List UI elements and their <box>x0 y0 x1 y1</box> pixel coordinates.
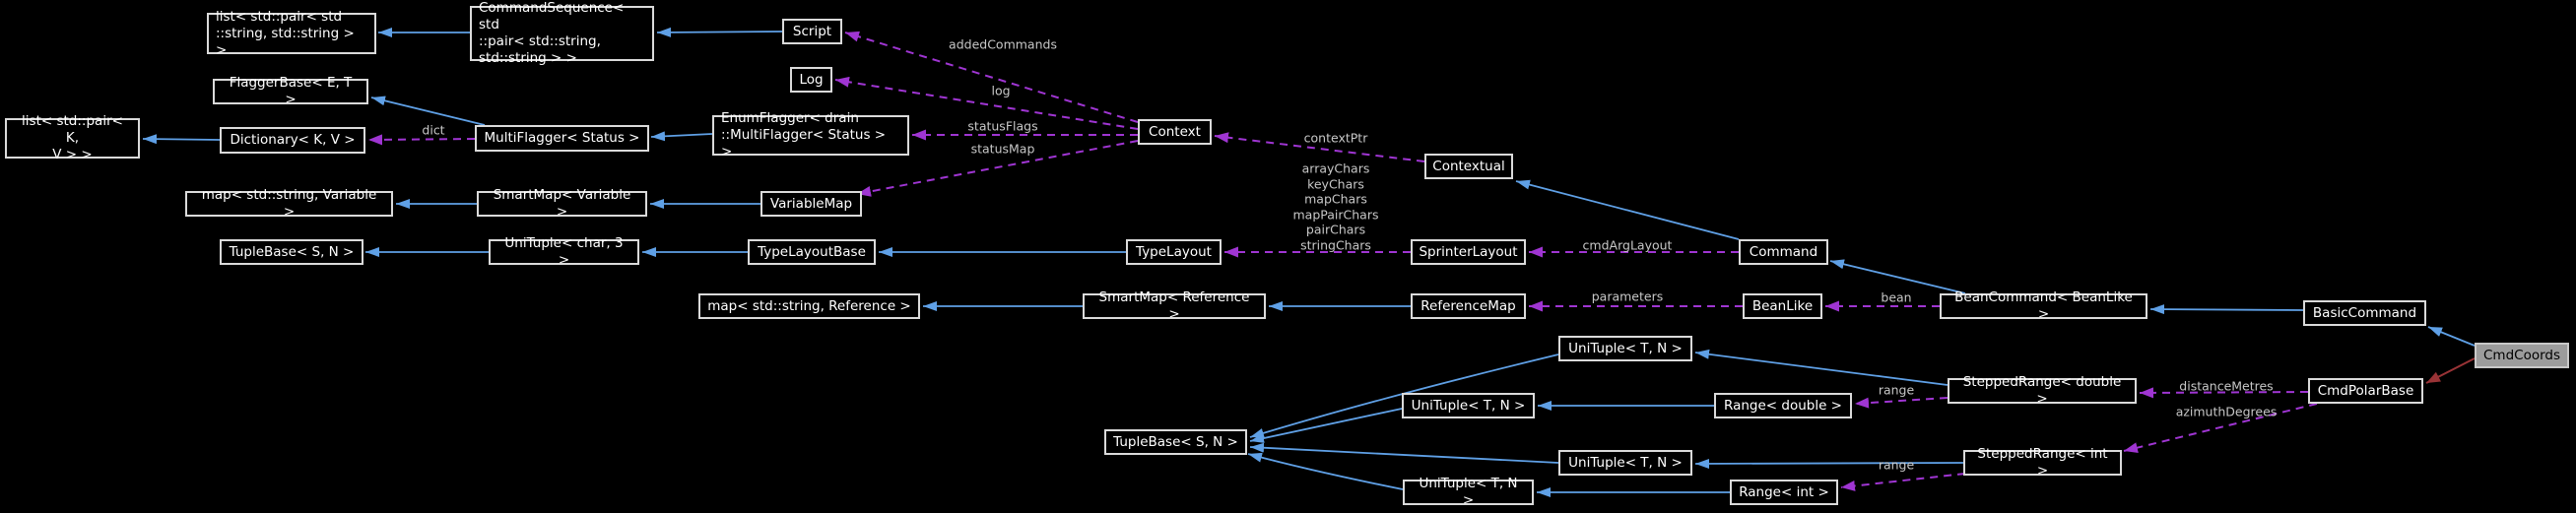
node-unituple-3[interactable]: UniTuple< T, N > <box>1558 450 1692 476</box>
edge-multiflagger-to-dictionary-dict <box>367 134 476 146</box>
node-cmd-polar-base[interactable]: CmdPolarBase <box>2308 378 2423 404</box>
edge-label-bean: bean <box>1881 289 1912 305</box>
edge-label-statusflags: statusFlags <box>967 118 1038 134</box>
node-script[interactable]: Script <box>782 19 842 44</box>
node-multi-flagger[interactable]: MultiFlagger< Status > <box>475 125 649 152</box>
edge-label-range-double: range <box>1878 382 1915 398</box>
node-sprinter-layout[interactable]: SprinterLayout <box>1411 239 1526 265</box>
node-range-int[interactable]: Range< int > <box>1730 480 1838 505</box>
node-flagger-base[interactable]: FlaggerBase< E, T > <box>213 75 368 107</box>
node-tuple-base-1[interactable]: TupleBase< S, N > <box>220 239 363 265</box>
edge-steppedrangedouble-to-rangedouble-range <box>1854 397 1949 409</box>
node-unituple-2[interactable]: UniTuple< T, N > <box>1402 393 1535 418</box>
edge-dictionary-to-listpairkv <box>142 134 221 145</box>
edge-label-log: log <box>991 83 1011 98</box>
edge-steppedrangeint-to-rangeint-range <box>1840 473 1966 491</box>
node-command[interactable]: Command <box>1739 239 1828 265</box>
edge-basiccommand-to-beancommand <box>2149 304 2304 315</box>
edge-label-sprinter-chars: arrayChars keyChars mapChars mapPairChar… <box>1292 160 1379 253</box>
node-list-pair-kv[interactable]: list< std::pair< K, V > > <box>5 113 140 162</box>
node-reference-map[interactable]: ReferenceMap <box>1411 293 1526 319</box>
edge-context-to-script-addedcommands <box>844 31 1139 123</box>
edge-label-azimuthdegrees: azimuthDegrees <box>2175 404 2278 419</box>
node-enum-flagger[interactable]: EnumFlagger< drain ::MultiFlagger< Statu… <box>712 110 909 160</box>
node-bean-like[interactable]: BeanLike <box>1743 293 1822 319</box>
node-smartmap-variable[interactable]: SmartMap< Variable > <box>477 187 647 220</box>
node-tuple-base-2[interactable]: TupleBase< S, N > <box>1104 429 1247 455</box>
edge-label-cmdarglayout: cmdArgLayout <box>1582 237 1673 253</box>
edge-label-range-int: range <box>1878 457 1915 473</box>
edge-beancommand-to-command <box>1829 259 1966 294</box>
node-map-variable[interactable]: map< std::string, Variable > <box>185 187 393 220</box>
edge-label-parameters: parameters <box>1591 289 1664 304</box>
node-list-pair-string[interactable]: list< std::pair< std ::string, std::stri… <box>207 9 376 58</box>
edge-unituple4-to-tuplebase2 <box>1247 452 1404 490</box>
edge-context-to-variablemap-statusmap <box>856 140 1139 197</box>
edge-unituple2-to-tuplebase2 <box>1249 408 1403 443</box>
node-cmd-coords: CmdCoords <box>2475 343 2569 368</box>
node-smartmap-reference[interactable]: SmartMap< Reference > <box>1083 289 1266 322</box>
node-bean-command[interactable]: BeanCommand< BeanLike > <box>1940 289 2147 322</box>
node-variable-map[interactable]: VariableMap <box>760 191 862 217</box>
edge-cmdcoords-to-basiccommand <box>2427 326 2476 347</box>
node-type-layout[interactable]: TypeLayout <box>1126 239 1222 265</box>
edge-unituple1-to-tuplebase2 <box>1249 353 1559 438</box>
edge-cmdcoords-to-cmdpolarbase <box>2425 357 2476 384</box>
edge-label-distancemetres: distanceMetres <box>2179 378 2274 394</box>
edge-label-statusmap: statusMap <box>970 141 1035 157</box>
node-range-double[interactable]: Range< double > <box>1714 393 1852 418</box>
node-command-sequence[interactable]: CommandSequence< std ::pair< std::string… <box>470 0 654 66</box>
edge-cmdpolarbase-to-steppedrangeint-azimuthdegrees <box>2123 403 2318 454</box>
edge-unituple3-to-tuplebase2 <box>1249 442 1559 464</box>
edge-cmdpolarbase-to-steppedrangedouble-distancemetres <box>2139 387 2309 399</box>
node-basic-command[interactable]: BasicCommand <box>2303 300 2426 326</box>
edge-context-to-log <box>834 76 1139 130</box>
node-log[interactable]: Log <box>790 67 832 93</box>
node-type-layout-base[interactable]: TypeLayoutBase <box>748 239 876 265</box>
node-stepped-range-double[interactable]: SteppedRange< double > <box>1948 374 2137 407</box>
node-context[interactable]: Context <box>1138 119 1212 145</box>
edge-label-contextptr: contextPtr <box>1303 130 1368 146</box>
edge-multiflagger-to-flaggerbase <box>370 96 486 126</box>
edge-contextual-to-context-contextptr <box>1214 132 1425 162</box>
edge-enumflagger-to-multiflagger <box>650 131 713 142</box>
edge-label-addedcommands: addedCommands <box>949 36 1057 52</box>
edge-command-to-contextual <box>1515 179 1740 240</box>
node-stepped-range-int[interactable]: SteppedRange< int > <box>1963 446 2122 479</box>
edge-label-dict: dict <box>422 122 445 138</box>
node-unituple-char[interactable]: UniTuple< char, 3 > <box>489 235 639 268</box>
node-unituple-1[interactable]: UniTuple< T, N > <box>1558 336 1692 361</box>
node-dictionary[interactable]: Dictionary< K, V > <box>220 127 365 154</box>
edge-steppedrangedouble-to-unituple1 <box>1694 349 1949 386</box>
node-unituple-4[interactable]: UniTuple< T, N > <box>1403 476 1534 508</box>
node-contextual[interactable]: Contextual <box>1424 154 1513 179</box>
edge-steppedrangeint-to-unituple3 <box>1694 458 1964 469</box>
node-map-reference[interactable]: map< std::string, Reference > <box>698 293 920 319</box>
